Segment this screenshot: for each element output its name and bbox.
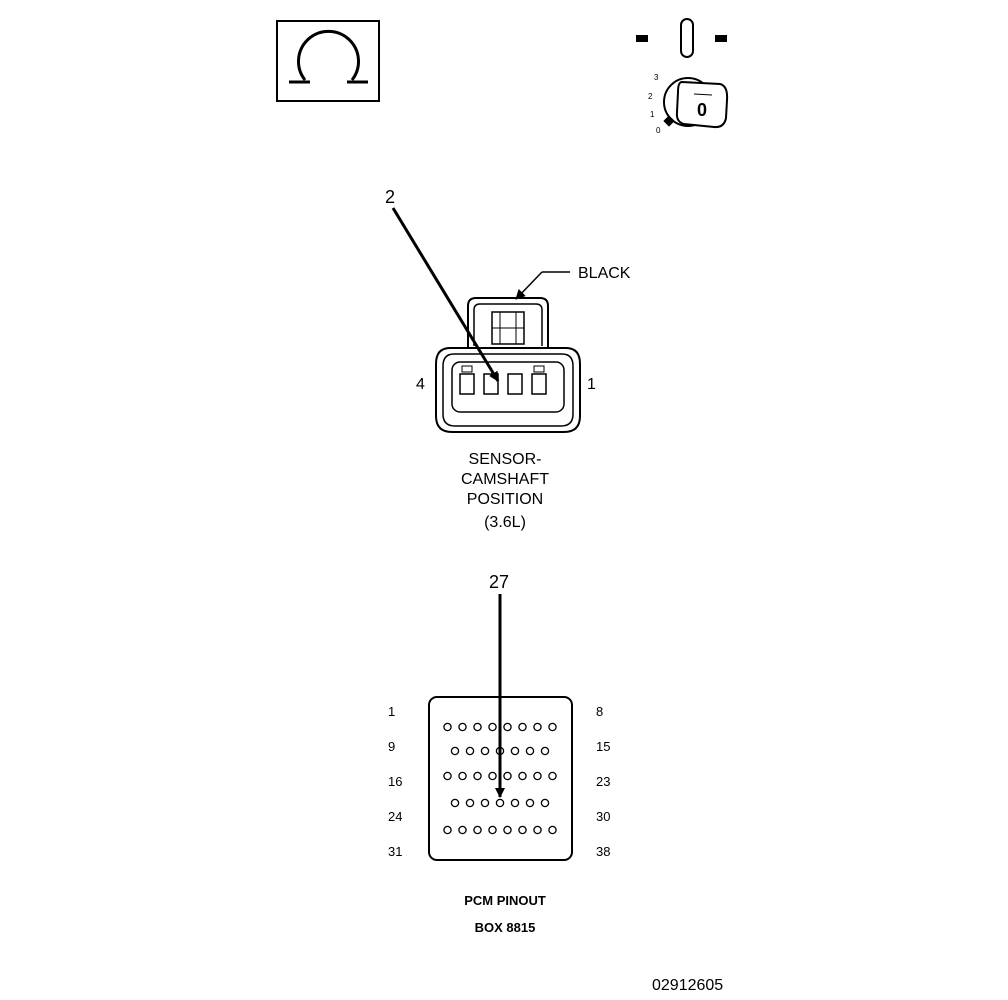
ignition-position-0: 0 [656, 126, 661, 135]
sensor-name-line: SENSOR- [469, 451, 542, 468]
pcm-pin-hole [548, 771, 557, 781]
pcm-pin-hole [518, 825, 527, 835]
pcm-pin-hole [473, 771, 482, 781]
ohmmeter-symbol [276, 20, 380, 102]
ignition-position-1: 1 [650, 110, 655, 119]
pcm-row-label: 1 [388, 704, 395, 719]
color-callout: BLACK [515, 265, 631, 300]
pcm-pin-hole [510, 798, 520, 808]
pcm-pin-hole [510, 746, 520, 756]
pcm-pin-hole [533, 825, 542, 835]
pcm-pin-hole [503, 771, 512, 781]
pcm-pin-hole [473, 825, 482, 835]
pcm-pin-hole [480, 798, 490, 808]
pcm-pin-hole [488, 825, 497, 835]
pcm-pin-hole [533, 722, 542, 732]
pcm-pin-hole [450, 746, 460, 756]
ignition-key-switch-icon: 3 2 1 0 0 [636, 18, 729, 135]
camshaft-sensor-connector [435, 297, 581, 433]
pcm-pin-hole [548, 825, 557, 835]
pcm-pin-hole [503, 825, 512, 835]
pcm-pin-hole [540, 798, 550, 808]
pcm-row-label: 24 [388, 809, 402, 824]
pcm-row-label: 23 [596, 774, 610, 789]
pcm-row-label: 15 [596, 739, 610, 754]
pcm-pin-hole [540, 746, 550, 756]
sensor-right-pin-label: 1 [587, 376, 596, 393]
connector-color-label: BLACK [578, 265, 631, 282]
pcm-connector [428, 696, 573, 861]
pcm-pin-hole [488, 722, 497, 732]
figure-id: 02912605 [652, 977, 723, 994]
pcm-pin-grid [443, 722, 557, 835]
pcm-pin-hole [518, 771, 527, 781]
pcm-row-label: 31 [388, 844, 402, 859]
pcm-row-label: 38 [596, 844, 610, 859]
sensor-left-pin-label: 4 [416, 376, 425, 393]
pcm-pin-number: 27 [489, 572, 509, 592]
pcm-row-label: 30 [596, 809, 610, 824]
ignition-key-label: 0 [697, 100, 707, 120]
ohm-symbol-icon [289, 29, 368, 84]
pcm-pin-hole [488, 771, 497, 781]
pcm-pin-hole [518, 722, 527, 732]
sensor-pin-number: 2 [385, 187, 395, 207]
pcm-row-label: 9 [388, 739, 395, 754]
pcm-pin-hole [465, 798, 475, 808]
sensor-pin-callout: 2 [385, 187, 500, 382]
pcm-title: PCM PINOUT BOX 8815 [464, 893, 546, 935]
pcm-pin-hole [443, 722, 452, 732]
sensor-name-line: CAMSHAFT [461, 471, 549, 488]
sensor-name-line: POSITION [467, 491, 543, 508]
pcm-pin-hole [465, 746, 475, 756]
ignition-position-3: 3 [654, 73, 659, 82]
pcm-pin-hole [450, 798, 460, 808]
pcm-row-label: 16 [388, 774, 402, 789]
pcm-title-line: PCM PINOUT [464, 893, 546, 908]
sensor-name-line: (3.6L) [484, 514, 526, 531]
pcm-pin-hole [443, 771, 452, 781]
ignition-position-2: 2 [648, 92, 653, 101]
pcm-pin-hole [458, 722, 467, 732]
pcm-pin-hole [458, 771, 467, 781]
pcm-pin-hole [548, 722, 557, 732]
pcm-pin-callout: 27 [489, 572, 509, 798]
pcm-left-row-labels: 1 9 16 24 31 [388, 704, 402, 859]
pcm-pin-hole [473, 722, 482, 732]
pcm-pin-hole [443, 825, 452, 835]
pcm-pin-hole [525, 746, 535, 756]
pcm-right-row-labels: 8 15 23 30 38 [596, 704, 610, 859]
pcm-pin-hole [458, 825, 467, 835]
pcm-row-label: 8 [596, 704, 603, 719]
pcm-pin-hole [503, 722, 512, 732]
pcm-pin-hole [525, 798, 535, 808]
pcm-pin-hole [533, 771, 542, 781]
pcm-pin-hole [480, 746, 490, 756]
sensor-name: SENSOR- CAMSHAFT POSITION (3.6L) [461, 451, 549, 531]
pcm-title-line: BOX 8815 [475, 920, 536, 935]
pcm-pin-hole [495, 798, 505, 808]
